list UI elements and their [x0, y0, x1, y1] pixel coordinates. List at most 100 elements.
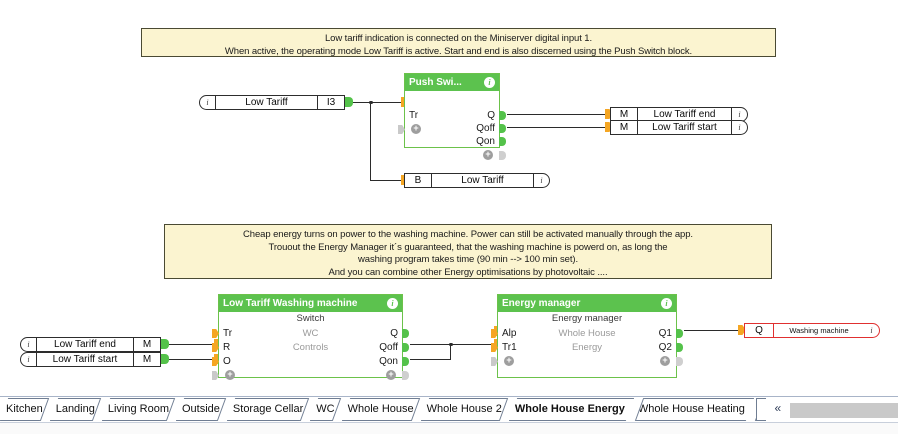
note-cheap-energy[interactable]: Cheap energy turns on power to the washi… — [164, 224, 772, 279]
info-icon[interactable]: i — [540, 176, 543, 185]
output-nub-q[interactable] — [499, 111, 506, 120]
input-nub-tr1[interactable] — [491, 343, 498, 352]
tab-landing[interactable]: Landing — [49, 398, 104, 421]
block-center-line: WC — [302, 328, 319, 339]
block-subtitle: Switch — [296, 313, 325, 324]
add-output-button[interactable]: + — [483, 150, 493, 160]
input-nub-add[interactable] — [491, 357, 498, 366]
tab-whole-house-heating[interactable]: Whole House Heating — [631, 398, 754, 421]
io-low-tariff-input[interactable]: i Low Tariff I3 — [199, 95, 345, 110]
io-low-tariff-flag[interactable]: B Low Tariff i — [404, 173, 550, 188]
info-icon[interactable]: i — [738, 110, 741, 119]
block-low-tariff-washing-machine[interactable]: Low Tariff Washing machine i Switch WC C… — [212, 294, 409, 380]
input-arrow[interactable] — [605, 122, 613, 132]
tab-strip[interactable]: Kitchen Landing Living Room Outside Stor… — [0, 397, 898, 421]
pin-out-qoff[interactable]: Qoff — [379, 342, 398, 353]
block-push-switch[interactable]: Push Swi... i Tr Q Qoff Qon + + — [398, 73, 506, 160]
add-input-button[interactable]: + — [411, 124, 421, 134]
tab-outside[interactable]: Outside — [176, 398, 229, 421]
io-tag: I3 — [326, 97, 336, 108]
pin-out-qon[interactable]: Qon — [476, 136, 495, 147]
output-nub-qoff[interactable] — [499, 124, 506, 133]
info-icon[interactable]: i — [661, 298, 672, 309]
io-washing-machine-out[interactable]: Q Washing machine i — [744, 323, 880, 338]
wire — [450, 344, 451, 359]
tab-bar[interactable]: Kitchen Landing Living Room Outside Stor… — [0, 396, 898, 434]
pin-in-tr[interactable]: Tr — [223, 328, 233, 339]
tab-storage-cellar[interactable]: Storage Cellar — [226, 398, 313, 421]
block-header[interactable]: Low Tariff Washing machine i — [219, 295, 402, 312]
io-low-tariff-start-out[interactable]: M Low Tariff start i — [610, 120, 748, 135]
io-tag: M — [142, 354, 152, 365]
output-nub-q1[interactable] — [676, 329, 683, 338]
add-output-button[interactable]: + — [386, 370, 396, 380]
output-nub[interactable] — [345, 97, 353, 107]
pin-out-q1[interactable]: Q1 — [658, 328, 672, 339]
output-nub-qon[interactable] — [499, 137, 506, 146]
io-label: Low Tariff end — [637, 108, 732, 121]
output-nub-q2[interactable] — [676, 343, 683, 352]
pin-in-o[interactable]: O — [223, 356, 231, 367]
tab-whole-house-2[interactable]: Whole House 2 — [420, 398, 511, 421]
add-input-button[interactable]: + — [504, 356, 514, 366]
input-nub-alp[interactable] — [491, 329, 498, 338]
info-icon[interactable]: i — [27, 340, 30, 349]
info-icon[interactable]: i — [387, 298, 398, 309]
io-low-tariff-start-in[interactable]: i Low Tariff start M — [20, 352, 161, 367]
program-canvas[interactable]: Low tariff indication is connected on th… — [0, 0, 898, 396]
tab-living-room[interactable]: Living Room — [101, 398, 178, 421]
tab-whole-house-energy[interactable]: Whole House Energy — [508, 398, 634, 421]
wire — [410, 344, 498, 345]
block-energy-manager[interactable]: Energy manager i Energy manager Whole Ho… — [491, 294, 683, 378]
pin-out-qon[interactable]: Qon — [379, 356, 398, 367]
pin-in-r[interactable]: R — [223, 342, 231, 353]
info-icon[interactable]: i — [870, 326, 873, 335]
io-low-tariff-end-in[interactable]: i Low Tariff end M — [20, 337, 161, 352]
info-icon[interactable]: i — [738, 123, 741, 132]
input-arrow[interactable] — [605, 109, 613, 119]
block-header[interactable]: Push Swi... i — [405, 74, 499, 91]
block-subtitle: Energy manager — [551, 313, 623, 324]
pin-out-q[interactable]: Q — [487, 110, 495, 121]
output-nub-qoff[interactable] — [402, 343, 409, 352]
pin-in-tr1[interactable]: Tr1 — [502, 342, 517, 353]
tab-label: Kitchen — [6, 403, 43, 415]
add-output-button[interactable]: + — [660, 356, 670, 366]
note-low-tariff[interactable]: Low tariff indication is connected on th… — [141, 28, 776, 57]
input-nub-tr[interactable] — [212, 329, 219, 338]
tab-whole-house[interactable]: Whole House — [341, 398, 423, 421]
wire — [507, 114, 607, 115]
info-icon[interactable]: i — [484, 77, 495, 88]
output-nub-add[interactable] — [402, 371, 409, 380]
output-nub-add[interactable] — [499, 151, 506, 160]
info-icon[interactable]: i — [206, 98, 209, 107]
io-label: Low Tariff — [431, 174, 534, 187]
output-nub[interactable] — [161, 354, 169, 364]
add-input-button[interactable]: + — [225, 370, 235, 380]
block-title: Push Swi... — [409, 77, 462, 88]
tab-label: WC — [316, 403, 335, 415]
output-nub-q[interactable] — [402, 329, 409, 338]
pin-out-q[interactable]: Q — [390, 328, 398, 339]
io-tag: M — [619, 109, 629, 120]
pin-out-q2[interactable]: Q2 — [658, 342, 672, 353]
block-header[interactable]: Energy manager i — [498, 295, 676, 312]
input-nub-r[interactable] — [212, 343, 219, 352]
input-nub-o[interactable] — [212, 357, 219, 366]
tab-scroll-left-button[interactable]: « — [765, 398, 790, 421]
output-nub[interactable] — [161, 339, 169, 349]
tab-kitchen[interactable]: Kitchen — [0, 398, 52, 421]
pin-out-qoff[interactable]: Qoff — [476, 123, 495, 134]
io-label: Low Tariff end — [36, 338, 134, 351]
note-line: washing program takes time (90 min --> 1… — [358, 254, 578, 265]
input-nub-add[interactable] — [212, 371, 219, 380]
pin-in-alp[interactable]: Alp — [502, 328, 517, 339]
wire — [410, 359, 451, 360]
input-nub[interactable] — [398, 125, 405, 134]
pin-in-tr[interactable]: Tr — [409, 110, 419, 121]
info-icon[interactable]: i — [27, 355, 30, 364]
output-nub-add[interactable] — [676, 357, 683, 366]
output-nub-qon[interactable] — [402, 357, 409, 366]
input-arrow[interactable] — [738, 325, 746, 335]
tab-scrollbar-track[interactable] — [789, 403, 898, 418]
